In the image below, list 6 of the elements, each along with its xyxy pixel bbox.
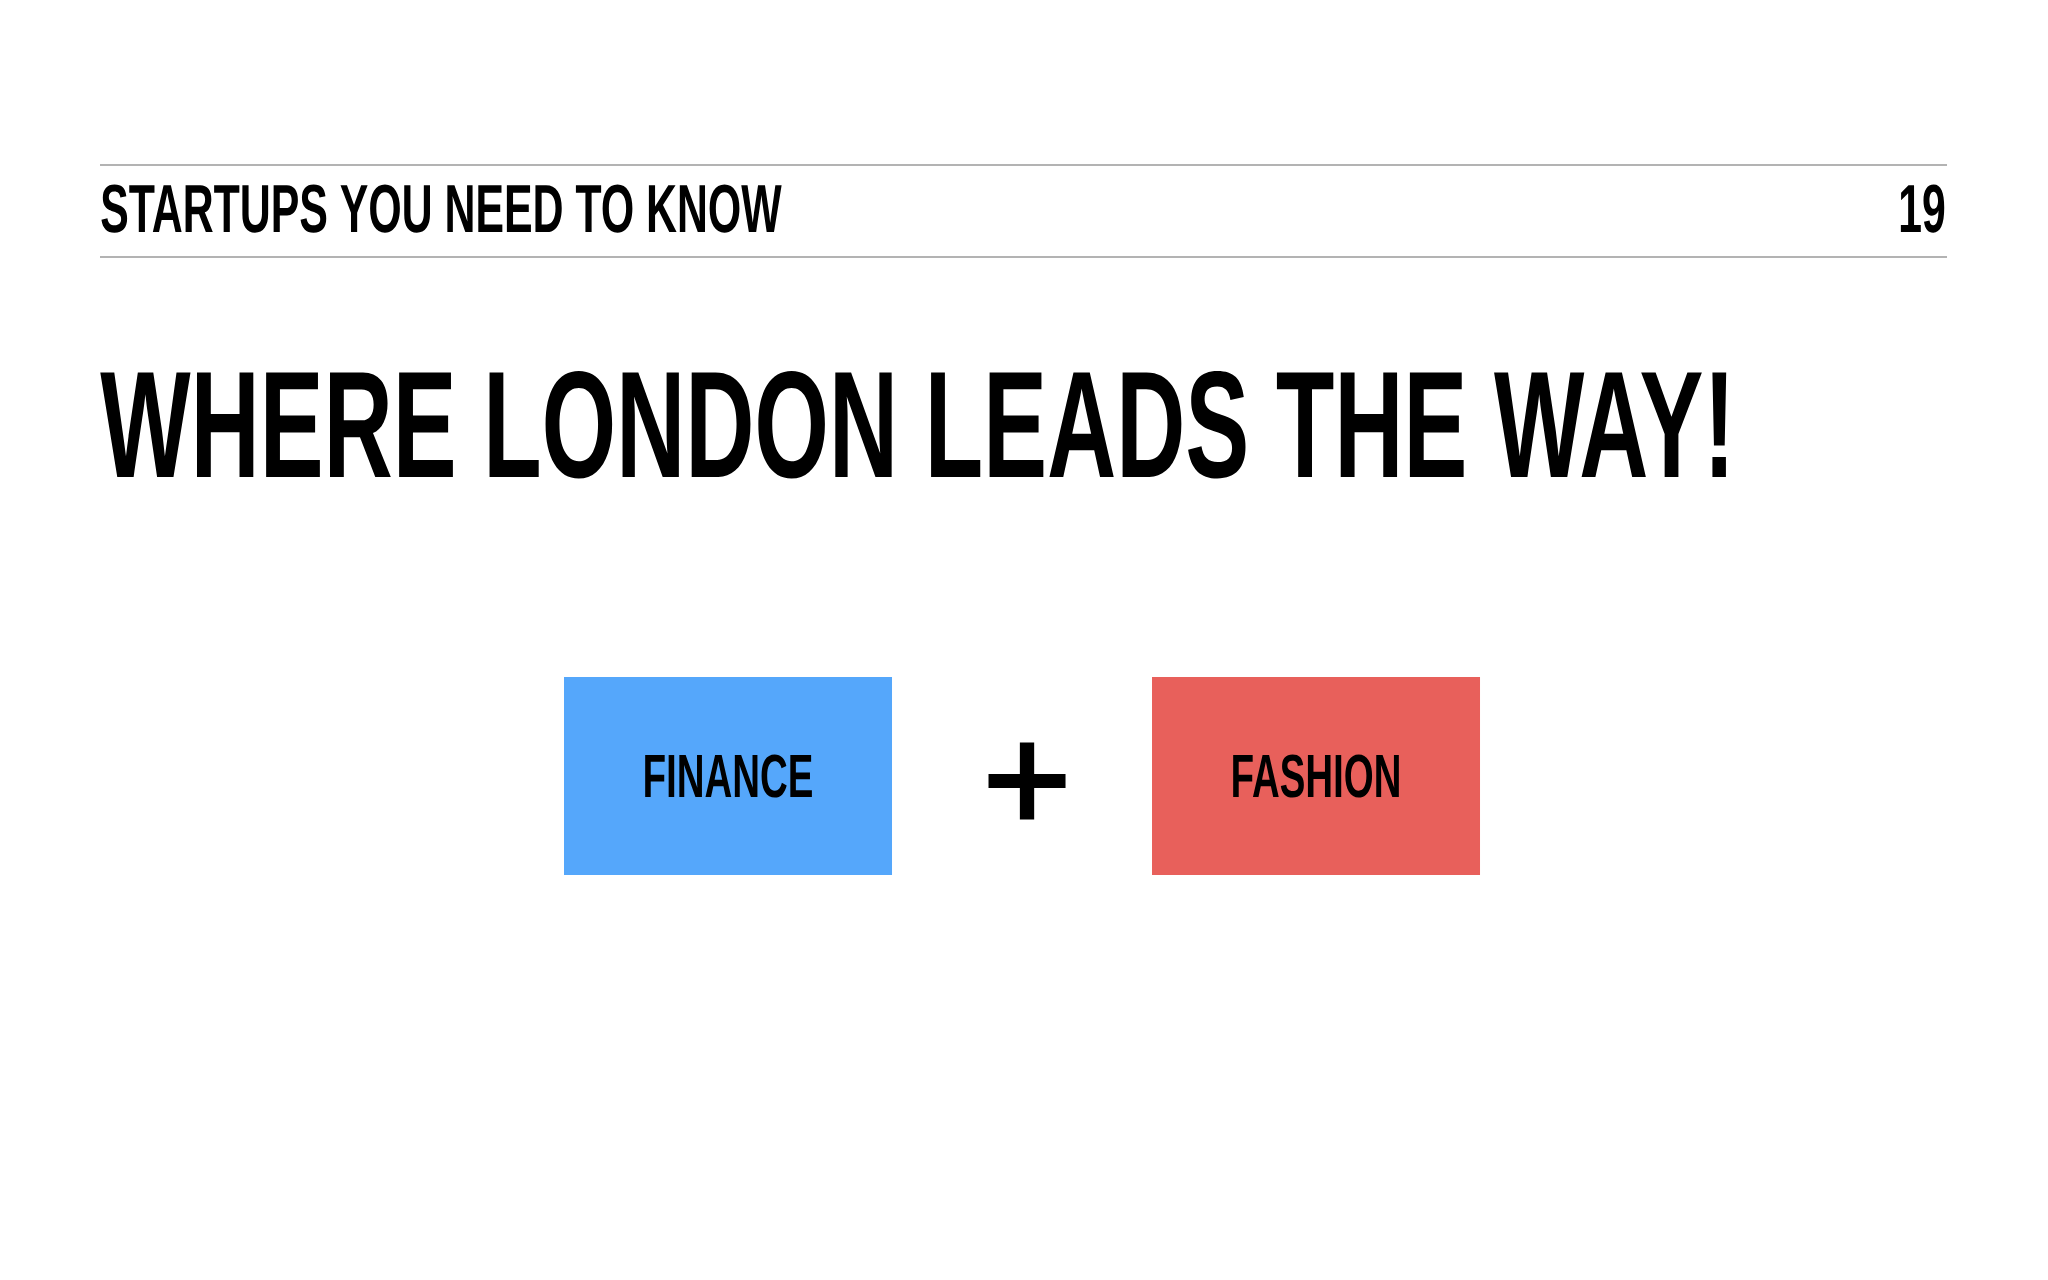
- category-box: FINANCE: [564, 677, 892, 875]
- header-text: STARTUPS YOU NEED TO KNOW: [101, 184, 782, 233]
- page-number: 19: [1900, 184, 1945, 233]
- category-box: FASHION: [1152, 677, 1480, 875]
- plus-sign: +: [988, 742, 1066, 820]
- slide-title: WHERE LONDON LEADS THE WAY!: [100, 370, 1727, 479]
